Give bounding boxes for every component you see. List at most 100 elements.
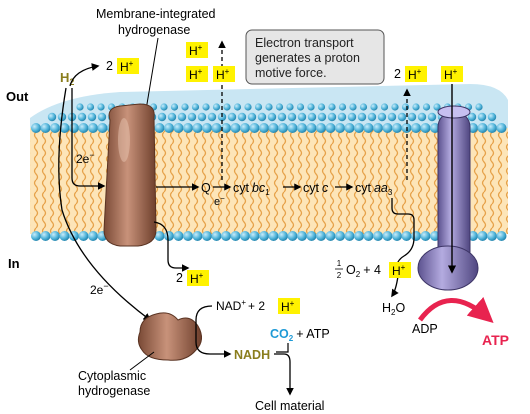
cell-material-label: Cell material (255, 399, 324, 413)
svg-text:H+: H+ (408, 67, 422, 82)
svg-text:H+: H+ (444, 67, 458, 82)
lipid-head (88, 123, 98, 133)
lipid-head (357, 112, 367, 122)
adp-label: ADP (412, 322, 438, 336)
atp-label: ATP (482, 332, 509, 348)
proton-badge-top-2: H+ (186, 66, 208, 82)
h2-to-2h-arrow (69, 63, 100, 87)
lipid-head (76, 103, 84, 111)
lipid-head (382, 123, 393, 133)
lipid-head (335, 231, 345, 241)
svg-text:2: 2 (337, 271, 342, 280)
aa3-inner-path (391, 198, 415, 277)
lipid-head (240, 231, 250, 241)
lipid-head (297, 112, 307, 122)
lipid-head (237, 112, 247, 122)
proton-badge-atp-synthase: H+ (441, 66, 463, 82)
water-label: H2O (382, 301, 405, 317)
lipid-head (249, 123, 260, 133)
lipid-head (278, 231, 288, 241)
lipid-head (287, 231, 298, 241)
lipid-head (307, 103, 315, 111)
svg-text:H+: H+ (281, 299, 295, 314)
lipid-head (297, 231, 307, 241)
nad-proton-badge: H+ (278, 298, 300, 314)
lipid-head (477, 112, 487, 122)
lipid-head (347, 112, 357, 122)
lipid-head (363, 123, 374, 133)
lipid-head (233, 103, 242, 111)
lipid-head (397, 112, 407, 122)
lipid-head (183, 123, 193, 133)
h2-to-cytoplasmic-arrow (58, 87, 152, 321)
lipid-head (191, 103, 200, 111)
lipid-head (337, 112, 347, 122)
lipid-head (401, 231, 412, 241)
lipid-head (164, 231, 174, 241)
cytoplasmic-hydrogenase-label: Cytoplasmic hydrogenase (78, 369, 150, 398)
h2-to-hydrogenase-arrow (71, 88, 106, 190)
lipid-head (249, 231, 260, 241)
two-protons-out-1: 2 H+ (106, 58, 139, 74)
svg-text:H+: H+ (120, 59, 134, 74)
two-e-cytoplasm-label: 2e− (90, 281, 109, 297)
lipid-head (412, 103, 420, 111)
lipid-head (227, 112, 237, 122)
lipid-head (287, 112, 297, 122)
lipid-head (467, 112, 477, 122)
lipid-tails (30, 128, 508, 234)
lipid-head (157, 112, 167, 122)
lipid-head (31, 123, 41, 133)
cytoplasmic-hydrogenase-shape (137, 312, 202, 361)
lipid-head (335, 123, 345, 133)
lipid-head (207, 112, 217, 122)
lipid-head (40, 231, 51, 241)
lipid-head (286, 103, 294, 111)
lipid-head (382, 231, 393, 241)
lipid-head (487, 231, 497, 241)
lipid-head (59, 231, 70, 241)
lipid-head (97, 123, 108, 133)
lipid-head (88, 231, 98, 241)
lipid-head (183, 231, 193, 241)
lipid-head (202, 123, 212, 133)
lipid-head (97, 103, 105, 111)
svg-text:Electron transport gener: Electron transport generates a proton mo… (255, 36, 363, 80)
lipid-head (268, 123, 279, 133)
lipid-head (247, 112, 257, 122)
lipid-head (392, 231, 402, 241)
lipid-head (306, 123, 317, 133)
lipid-head (370, 103, 378, 111)
lipid-head (265, 103, 273, 111)
lipid-head (192, 231, 203, 241)
lipid-head (221, 123, 231, 133)
nad-plus-label: NAD++ 2 (216, 298, 265, 313)
proton-badge-top-3: H+ (213, 66, 235, 82)
lipid-head (223, 103, 231, 111)
membrane-hydrogenase-highlight (118, 118, 130, 162)
lipid-head (420, 231, 431, 241)
quinone-label: Q (201, 181, 211, 195)
lipid-head (212, 103, 221, 111)
lipid-head (306, 231, 317, 241)
lipid-head (154, 231, 165, 241)
lipid-head (487, 123, 497, 133)
lipid-head (202, 231, 212, 241)
lipid-head (433, 103, 441, 111)
lipid-head (477, 231, 488, 241)
proton-badge-top-1: H+ (186, 42, 208, 58)
lipid-head (296, 103, 305, 111)
svg-text:H+: H+ (392, 263, 406, 278)
lipid-head (477, 123, 488, 133)
lipid-head (78, 231, 89, 241)
svg-text:H+: H+ (190, 271, 204, 286)
lipid-head (373, 123, 383, 133)
lipid-head (257, 112, 267, 122)
lipid-head (354, 231, 364, 241)
lipid-head (316, 231, 326, 241)
lipid-head (50, 123, 60, 133)
lipid-head (380, 103, 389, 111)
